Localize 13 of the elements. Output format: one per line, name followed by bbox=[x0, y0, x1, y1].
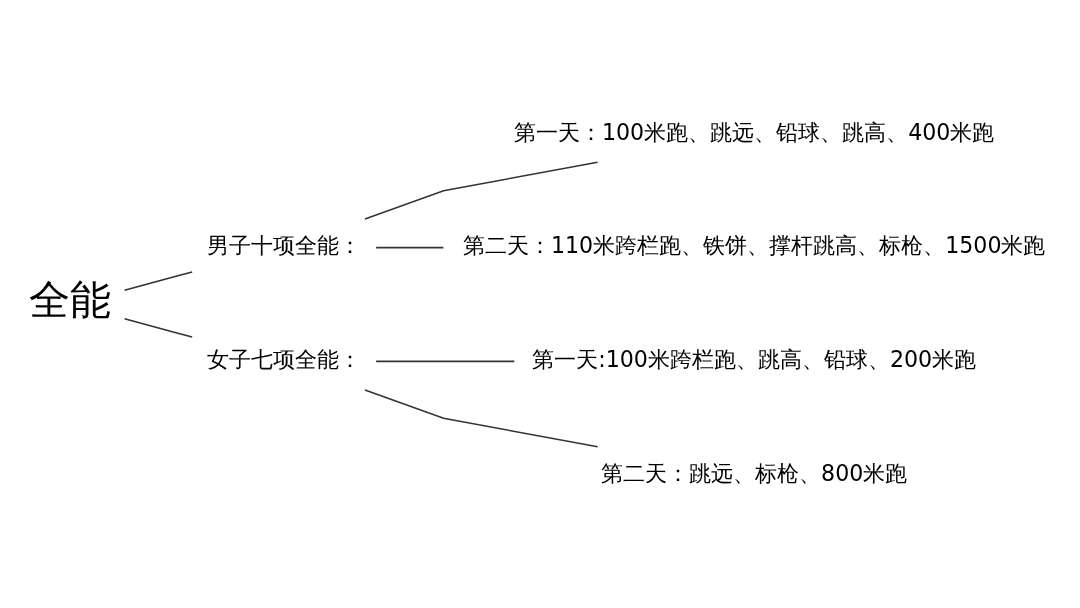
node-text: 全能 bbox=[28, 275, 111, 324]
node-text: 第一天：100米跑、跳远、铅球、跳高、400米跑 bbox=[513, 118, 995, 145]
node-text: 女子七项全能： bbox=[206, 345, 361, 372]
connector bbox=[364, 388, 599, 447]
node-text: 第一天:100米跨栏跑、跳高、铅球、200米跑 bbox=[532, 345, 977, 372]
connector bbox=[123, 270, 193, 291]
connector bbox=[375, 360, 516, 362]
node-text: 男子十项全能： bbox=[206, 231, 361, 258]
connector bbox=[123, 317, 193, 338]
node-text: 第二天：110米跨栏跑、铁饼、撑杆跳高、标枪、1500米跑 bbox=[462, 231, 1046, 258]
node-text: 第二天：跳远、标枪、800米跑 bbox=[601, 459, 908, 486]
connector bbox=[364, 161, 599, 220]
connector bbox=[375, 246, 445, 248]
